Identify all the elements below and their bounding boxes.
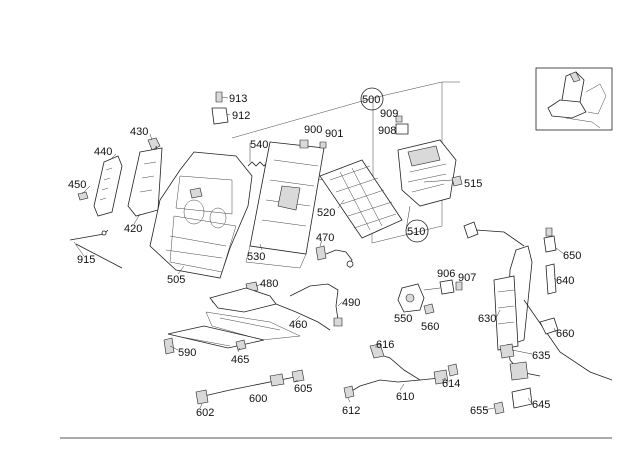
callout-612: 612: [342, 405, 360, 417]
callout-645: 645: [532, 399, 550, 411]
callout-907: 907: [458, 272, 476, 284]
part-900-901-clip: [299, 139, 327, 149]
callout-circle-500: [360, 87, 384, 111]
callout-909: 909: [380, 108, 398, 120]
callout-560: 560: [421, 321, 439, 333]
callout-614: 614: [442, 378, 460, 390]
callout-circle-510: [405, 219, 429, 243]
callout-913: 913: [229, 93, 247, 105]
callout-630: 630: [478, 313, 496, 325]
callout-655: 655: [470, 405, 488, 417]
part-635-connector: [499, 343, 515, 359]
callout-605: 605: [294, 383, 312, 395]
callout-450: 450: [68, 179, 86, 191]
part-915-cable: [69, 229, 123, 269]
callout-540: 540: [250, 139, 268, 151]
callout-465: 465: [231, 354, 249, 366]
part-control-module: [397, 139, 457, 207]
callout-440: 440: [94, 146, 112, 158]
callout-901: 901: [325, 128, 343, 140]
part-660-switch: [539, 317, 559, 335]
callout-616: 616: [376, 339, 394, 351]
callout-650: 650: [563, 250, 581, 262]
part-630-motor-column: [463, 221, 613, 381]
part-913-912-headrest-guide: [211, 91, 229, 125]
callout-912: 912: [232, 110, 250, 122]
seat-overview-inset: [535, 67, 613, 131]
callout-labels: 913 912 430 440 450 420 915 505 540 900 …: [68, 93, 581, 419]
callout-915: 915: [77, 254, 95, 266]
part-490-sensor: [333, 305, 343, 327]
part-906-907-plug: [423, 279, 463, 295]
callout-610: 610: [396, 391, 414, 403]
callout-602: 602: [196, 407, 214, 419]
callout-908: 908: [378, 125, 396, 137]
part-600-cable: [195, 369, 305, 405]
part-420-trim-panel: [127, 147, 163, 217]
callout-906: 906: [437, 268, 455, 280]
part-465-clip: [235, 339, 247, 351]
part-645-655-connectors: [493, 361, 533, 415]
part-505-backrest-frame: [149, 151, 253, 279]
callout-515: 515: [464, 178, 482, 190]
callout-505: 505: [167, 274, 185, 286]
part-540-spring: [247, 161, 269, 167]
part-560-screw: [423, 303, 435, 315]
part-550-motor: [397, 283, 425, 313]
callout-430: 430: [130, 126, 148, 138]
part-530-lumbar-panel: [245, 141, 325, 269]
callout-590: 590: [178, 347, 196, 359]
callout-420: 420: [124, 223, 142, 235]
callout-510: 510: [407, 226, 425, 238]
part-515-screw: [451, 175, 463, 187]
callout-460: 460: [289, 319, 307, 331]
callout-490: 490: [342, 297, 360, 309]
callout-480: 480: [260, 278, 278, 290]
part-440-side-cover: [93, 155, 123, 217]
callout-640: 640: [556, 275, 574, 287]
leader-lines: [73, 96, 565, 411]
callout-550: 550: [394, 313, 412, 325]
callout-635: 635: [532, 350, 550, 362]
part-470-connector: [315, 245, 354, 269]
callout-470: 470: [316, 232, 334, 244]
callout-520: 520: [317, 207, 335, 219]
callout-500: 500: [362, 94, 380, 106]
callout-600: 600: [249, 393, 267, 405]
part-460-wiring-harness: [205, 283, 339, 341]
part-909-908-fasteners: [395, 115, 409, 135]
callout-530: 530: [247, 251, 265, 263]
part-520-mat: [319, 159, 403, 239]
callout-660: 660: [556, 328, 574, 340]
part-610-cable: [343, 343, 459, 399]
part-650-sensor: [543, 227, 557, 253]
part-640-pin: [545, 263, 557, 295]
callout-900: 900: [304, 124, 322, 136]
